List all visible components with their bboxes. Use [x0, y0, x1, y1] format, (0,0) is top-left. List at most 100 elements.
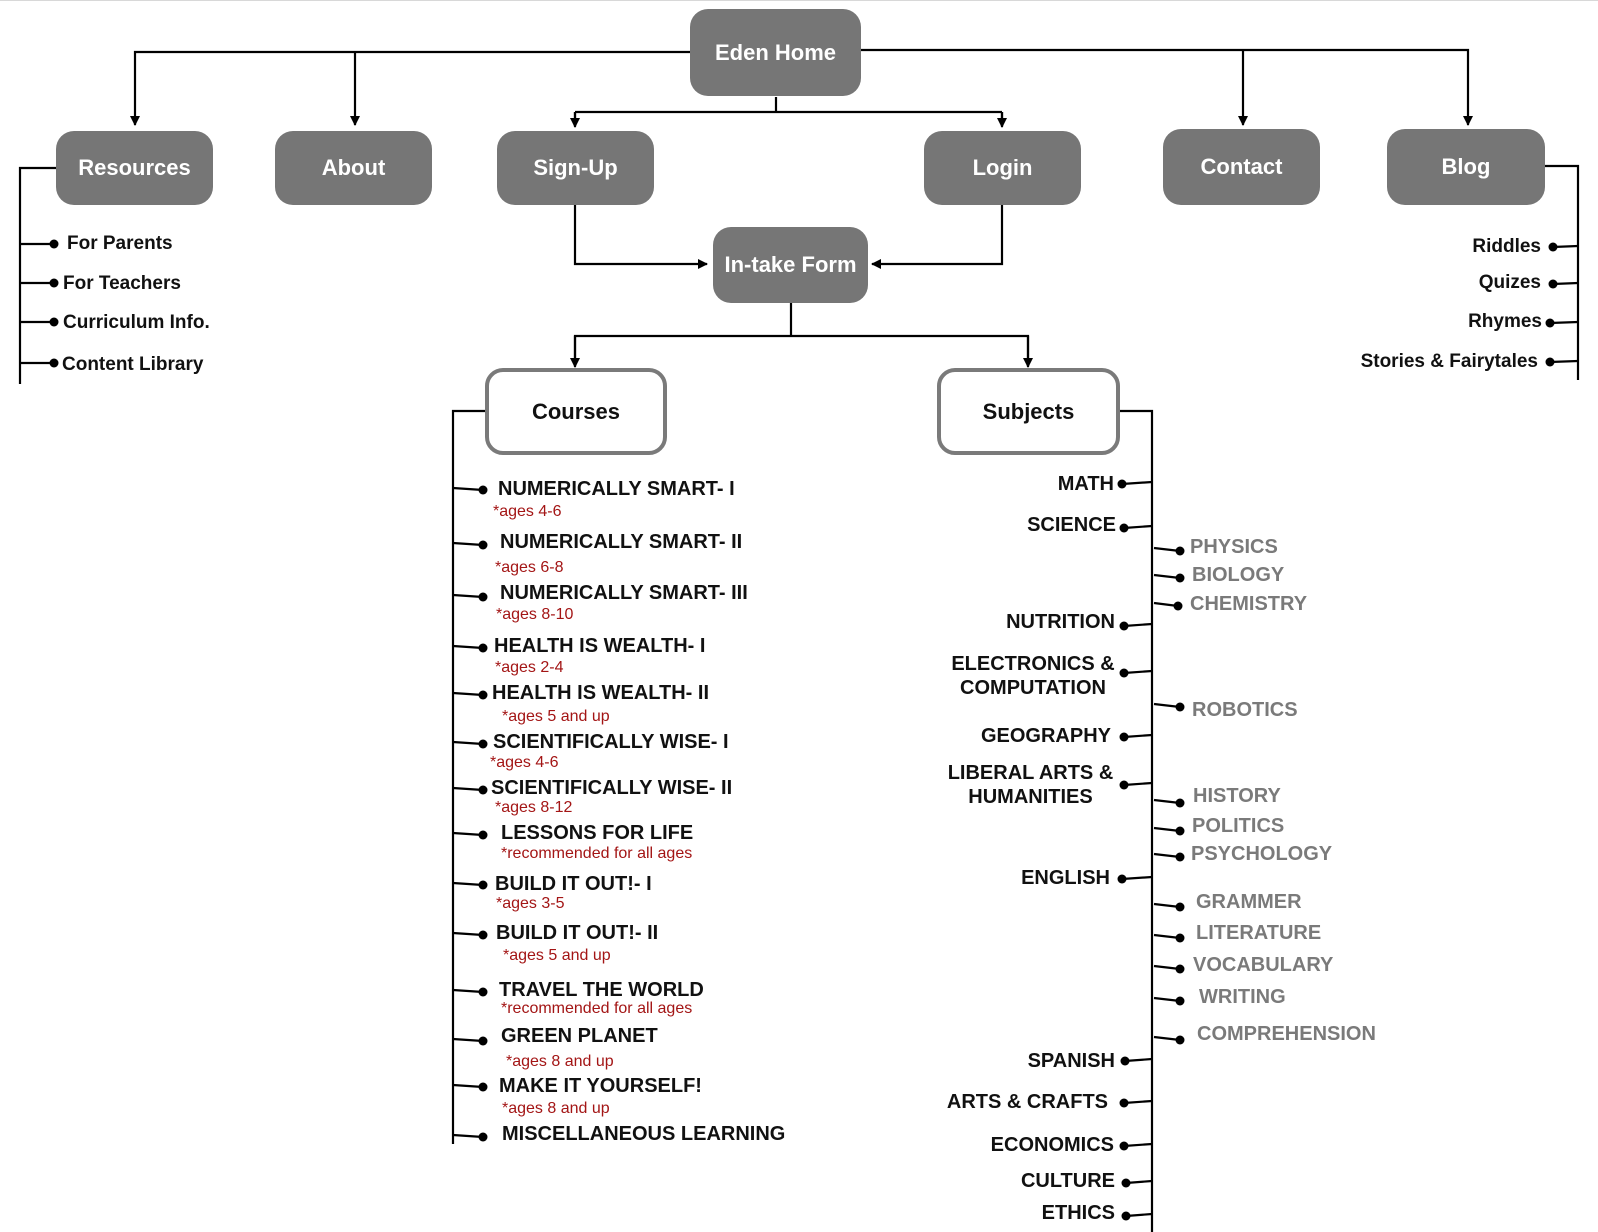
subject-name[interactable]: CULTURE — [1020, 1170, 1115, 1192]
course-item-connector — [452, 486, 484, 492]
course-item-bullet — [478, 485, 488, 495]
subject-name[interactable]: ELECTRONICS & COMPUTATION — [948, 652, 1118, 700]
subtopic-item[interactable]: COMPREHENSION — [1197, 1023, 1376, 1045]
course-note: *ages 5 and up — [503, 947, 611, 964]
resources-item[interactable]: Content Library — [62, 354, 204, 375]
course-item-bullet — [478, 592, 488, 602]
subject-name[interactable]: ARTS & CRAFTS — [946, 1091, 1108, 1113]
course-name[interactable]: MISCELLANEOUS LEARNING — [502, 1123, 786, 1145]
resources-trunk — [18, 166, 58, 384]
course-item-connector — [452, 1083, 484, 1089]
course-name[interactable]: NUMERICALLY SMART- II — [500, 531, 743, 553]
subtopic-item[interactable]: PSYCHOLOGY — [1191, 843, 1333, 865]
blog-item[interactable]: Stories & Fairytales — [1360, 351, 1538, 372]
course-item-connector — [452, 593, 484, 599]
resources-item[interactable]: For Parents — [67, 233, 173, 254]
subtopic-item[interactable]: WRITING — [1199, 986, 1286, 1008]
subtopic-item[interactable]: POLITICS — [1192, 815, 1285, 837]
edge-intake-courses-subjects — [573, 300, 1030, 366]
course-item-connector — [452, 881, 484, 887]
subject-name[interactable]: ETHICS — [1041, 1202, 1115, 1224]
subject-item-bullet — [1121, 1178, 1131, 1188]
blog-item-bullet — [1548, 279, 1558, 289]
node-eden-home[interactable]: Eden Home — [690, 9, 861, 96]
course-note: *ages 3-5 — [496, 895, 565, 912]
blog-item[interactable]: Rhymes — [1468, 311, 1542, 332]
subject-name[interactable]: NUTRITION — [1006, 611, 1115, 633]
subject-name[interactable]: MATH — [1057, 473, 1114, 495]
subtopic-item[interactable]: GRAMMER — [1196, 891, 1302, 913]
subject-item-bullet — [1119, 1141, 1129, 1151]
subject-item-bullet — [1120, 1056, 1130, 1066]
subject-item-connector — [1123, 1099, 1153, 1105]
course-name[interactable]: LESSONS FOR LIFE — [501, 822, 694, 844]
subtopic-item[interactable]: PHYSICS — [1190, 536, 1278, 558]
course-note: *ages 8-10 — [496, 606, 574, 623]
course-name[interactable]: BUILD IT OUT!- I — [495, 873, 652, 895]
subtopic-item[interactable]: CHEMISTRY — [1190, 593, 1308, 615]
course-note: *ages 8 and up — [506, 1053, 614, 1070]
course-note: *recommended for all ages — [501, 1000, 693, 1017]
subject-name-line: ELECTRONICS & — [951, 653, 1115, 675]
course-item-bullet — [478, 880, 488, 890]
subject-item-connector — [1123, 669, 1153, 675]
subtopic-item[interactable]: BIOLOGY — [1192, 564, 1285, 586]
course-note: *recommended for all ages — [501, 845, 693, 862]
course-item-connector — [452, 1133, 484, 1139]
node-about[interactable]: About — [275, 131, 432, 205]
course-name[interactable]: HEALTH IS WEALTH- I — [494, 635, 706, 657]
blog-item-bullet — [1545, 318, 1555, 328]
course-name[interactable]: SCIENTIFICALLY WISE- II — [491, 777, 733, 799]
node-blog[interactable]: Blog — [1387, 129, 1545, 205]
course-name[interactable]: SCIENTIFICALLY WISE- I — [493, 731, 729, 753]
course-name[interactable]: HEALTH IS WEALTH- II — [492, 682, 710, 704]
course-note: *ages 8 and up — [502, 1100, 610, 1117]
course-item-bullet — [478, 930, 488, 940]
subtopic-item[interactable]: HISTORY — [1193, 785, 1281, 807]
subtopic-item-bullet — [1175, 573, 1185, 583]
blog-item[interactable]: Quizes — [1478, 272, 1541, 293]
subject-item-bullet — [1119, 780, 1129, 790]
subject-name[interactable]: SPANISH — [1027, 1050, 1115, 1072]
course-item-connector — [452, 740, 484, 746]
subject-name[interactable]: GEOGRAPHY — [980, 725, 1111, 747]
edge-home-resources — [130, 50, 690, 126]
blog-trunk — [1545, 164, 1580, 380]
node-login[interactable]: Login — [924, 131, 1081, 205]
edge-signup-intake — [573, 204, 708, 269]
subject-item-bullet — [1119, 668, 1129, 678]
subject-name[interactable]: SCIENCE — [1027, 514, 1116, 536]
subtopic-item[interactable]: LITERATURE — [1196, 922, 1322, 944]
courses-trunk — [451, 409, 485, 1144]
course-item-connector — [452, 931, 484, 937]
subject-name-line: COMPUTATION — [960, 677, 1106, 699]
blog-item[interactable]: Riddles — [1472, 236, 1541, 257]
subtopic-item[interactable]: VOCABULARY — [1193, 954, 1334, 976]
resources-item-bullet — [49, 278, 59, 288]
course-note: *ages 4-6 — [493, 503, 562, 520]
subtopic-item-bullet — [1175, 996, 1185, 1006]
course-name[interactable]: NUMERICALLY SMART- III — [500, 582, 748, 604]
course-item-bullet — [478, 1082, 488, 1092]
node-resources[interactable]: Resources — [56, 131, 213, 205]
course-name[interactable]: GREEN PLANET — [501, 1025, 658, 1047]
node-subjects[interactable]: Subjects — [937, 368, 1120, 455]
subject-name[interactable]: ENGLISH — [1021, 867, 1110, 889]
subject-name[interactable]: LIBERAL ARTS & HUMANITIES — [943, 761, 1118, 809]
course-item-bullet — [478, 739, 488, 749]
course-name[interactable]: BUILD IT OUT!- II — [496, 922, 659, 944]
subject-name-line: HUMANITIES — [968, 786, 1093, 808]
course-name[interactable]: NUMERICALLY SMART- I — [498, 478, 735, 500]
node-signup[interactable]: Sign-Up — [497, 131, 654, 205]
subtopic-item[interactable]: ROBOTICS — [1192, 699, 1298, 721]
subject-name[interactable]: ECONOMICS — [990, 1134, 1114, 1156]
course-name[interactable]: TRAVEL THE WORLD — [499, 979, 704, 1001]
node-intake-form[interactable]: In-take Form — [713, 227, 868, 303]
course-name[interactable]: MAKE IT YOURSELF! — [499, 1075, 702, 1097]
node-courses[interactable]: Courses — [485, 368, 667, 455]
course-item-bullet — [478, 830, 488, 840]
subtopic-item-bullet — [1175, 964, 1185, 974]
resources-item[interactable]: Curriculum Info. — [63, 312, 210, 333]
resources-item[interactable]: For Teachers — [63, 273, 181, 294]
node-contact[interactable]: Contact — [1163, 129, 1320, 205]
